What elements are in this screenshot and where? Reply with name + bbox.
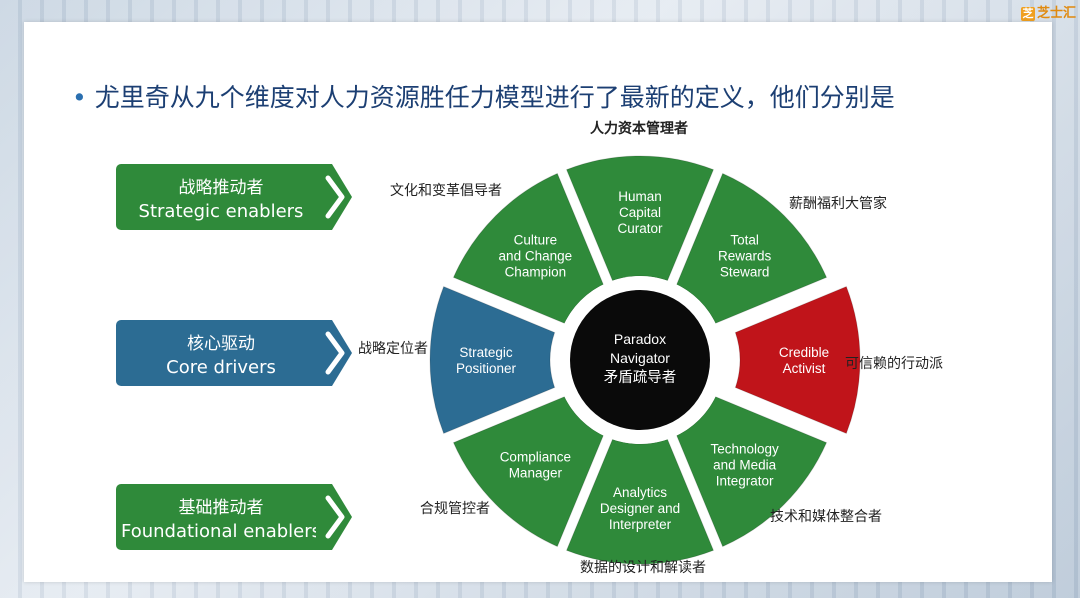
segment-label: Capital <box>619 205 661 220</box>
segment-label: Analytics <box>613 485 667 500</box>
tag-cn: 战略推动者 <box>178 178 264 198</box>
segment-label: Steward <box>720 264 770 279</box>
segment-label: Technology <box>710 442 779 457</box>
segment-label: and Change <box>499 248 573 263</box>
tag-en: Foundational enablers <box>120 521 322 542</box>
chevron-right-icon <box>316 484 352 550</box>
center-label: Paradox <box>614 331 666 347</box>
tag-cn: 基础推动者 <box>178 498 264 518</box>
label-total-rewards-steward: 薪酬福利大管家 <box>789 196 887 212</box>
wheel-segment <box>429 285 556 435</box>
tag-cn: 核心驱动 <box>187 334 255 354</box>
label-strategic-positioner: 战略定位者 <box>358 341 428 357</box>
wheel-segment <box>734 285 861 435</box>
chevron-right-icon <box>316 164 352 230</box>
label-culture-change-champion: 文化和变革倡导者 <box>390 183 502 199</box>
segment-label: Credible <box>779 345 829 360</box>
segment-label: Compliance <box>500 450 571 465</box>
segment-label: Curator <box>617 221 663 236</box>
segment-label: Activist <box>783 361 826 376</box>
segment-label: Culture <box>514 232 558 247</box>
tag-en: Core drivers <box>166 357 276 378</box>
segment-label: Total <box>730 232 759 247</box>
label-analytics-designer: 数据的设计和解读者 <box>580 560 706 576</box>
segment-label: and Media <box>713 458 777 473</box>
chevron-right-icon <box>316 320 352 386</box>
segment-label: Human <box>618 189 662 204</box>
segment-label: Positioner <box>456 361 517 376</box>
segment-label: Champion <box>505 264 567 279</box>
center-label: 矛盾疏导者 <box>604 369 677 386</box>
segment-label: Manager <box>509 466 563 481</box>
label-credible-activist: 可信赖的行动派 <box>845 356 943 372</box>
title-text: 尤里奇从九个维度对人力资源胜任力模型进行了最新的定义，他们分别是 <box>94 83 895 112</box>
tag-box <box>116 164 326 230</box>
brand-logo: 芝芝士汇 <box>1020 2 1076 21</box>
segment-label: Rewards <box>718 248 772 263</box>
center-label: Navigator <box>610 350 670 366</box>
label-compliance-manager: 合规管控者 <box>420 501 490 517</box>
segment-label: Strategic <box>459 345 513 360</box>
tag-strategic-enablers: 战略推动者 Strategic enablers <box>116 164 366 230</box>
segment-label: Designer and <box>600 501 680 516</box>
label-technology-media-integrator: 技术和媒体整合者 <box>770 509 882 525</box>
bullet-dot: • <box>72 83 87 112</box>
tag-core-drivers: 核心驱动 Core drivers <box>116 320 366 386</box>
segment-label: Interpreter <box>609 517 672 532</box>
logo-icon: 芝 <box>1020 6 1035 21</box>
tag-en: Strategic enablers <box>138 201 304 222</box>
center-circle <box>570 290 710 430</box>
tag-box <box>116 320 326 386</box>
label-human-capital-curator: 人力资本管理者 <box>590 121 688 137</box>
logo-text: 芝士汇 <box>1036 6 1076 21</box>
slide-title: •尤里奇从九个维度对人力资源胜任力模型进行了最新的定义，他们分别是 <box>72 78 895 114</box>
tag-box <box>116 484 326 550</box>
tag-foundational-enablers: 基础推动者 Foundational enablers <box>116 484 366 550</box>
segment-label: Integrator <box>716 474 774 489</box>
